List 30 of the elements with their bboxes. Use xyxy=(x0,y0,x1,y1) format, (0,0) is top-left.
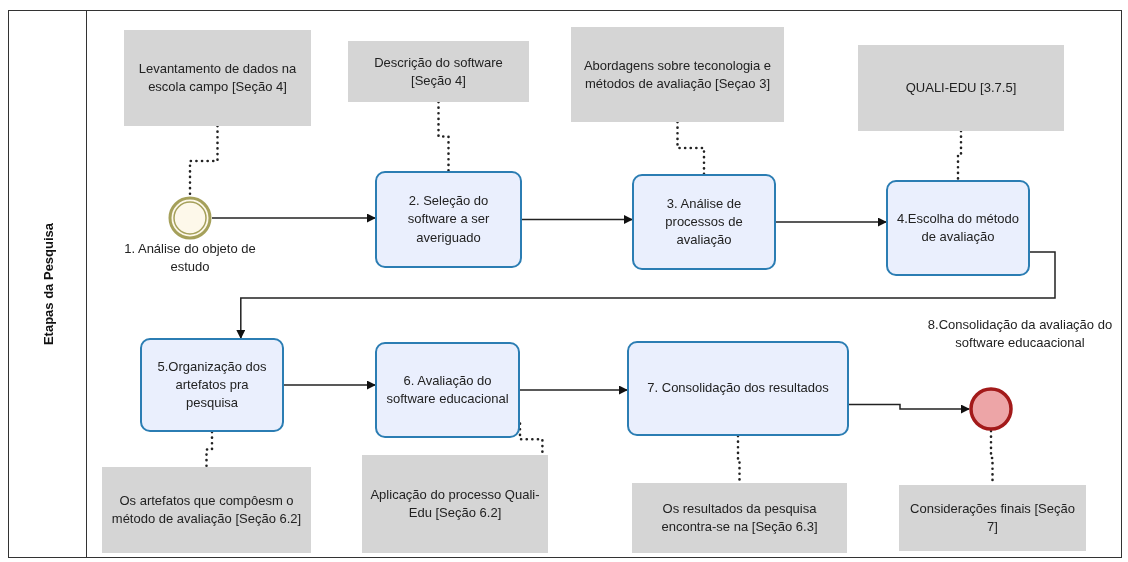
sequence-arrow xyxy=(236,251,1056,339)
event-label: 8.Consolidação da avaliação do software educaacional xyxy=(926,316,1114,352)
association-line xyxy=(676,120,706,176)
text-annotation: Aplicação do processo Quali-Edu [Seção 6.2] xyxy=(362,455,548,553)
association-line xyxy=(205,430,214,469)
association-line xyxy=(437,100,450,173)
text-annotation: Considerações finais [Seção 7] xyxy=(899,485,1086,551)
task-box: 5.Organização dos artefatos pra pesquisa xyxy=(140,338,284,432)
sequence-arrow xyxy=(519,385,628,395)
text-annotation: Os artefatos que compôesm o método de avaliação [Seção 6.2] xyxy=(102,467,311,553)
text-annotation: Os resultados da pesquisa encontra-se na [Seção 6.3] xyxy=(632,483,847,553)
sequence-arrow xyxy=(848,403,970,414)
association-line xyxy=(956,129,963,182)
sequence-arrow xyxy=(283,380,376,390)
task-box: 4.Escolha do método de avaliação xyxy=(886,180,1030,276)
text-annotation: Levantamento de dados na escola campo [Seção 4] xyxy=(124,30,311,126)
text-annotation: Descrição do software [Seção 4] xyxy=(348,41,529,102)
sequence-arrow xyxy=(211,213,376,223)
sequence-arrow xyxy=(521,215,633,224)
sequence-arrow xyxy=(775,217,887,227)
swimlane xyxy=(8,10,1122,558)
text-annotation: Abordagens sobre teconologia e métodos de avaliação [Seçao 3] xyxy=(571,27,784,122)
lane-title: Etapas da Pesquisa xyxy=(40,222,55,346)
task-box: 6. Avaliação do software educacional xyxy=(375,342,520,438)
event-label: 1. Análise do objeto de estudo xyxy=(123,240,257,276)
text-annotation: QUALI-EDU [3.7.5] xyxy=(858,45,1064,131)
association-line xyxy=(188,124,219,198)
task-box: 7. Consolidação dos resultados xyxy=(627,341,849,436)
task-box: 2. Seleção do software a ser averiguado xyxy=(375,171,522,268)
task-box: 3. Análise de processos de avaliação xyxy=(632,174,776,270)
